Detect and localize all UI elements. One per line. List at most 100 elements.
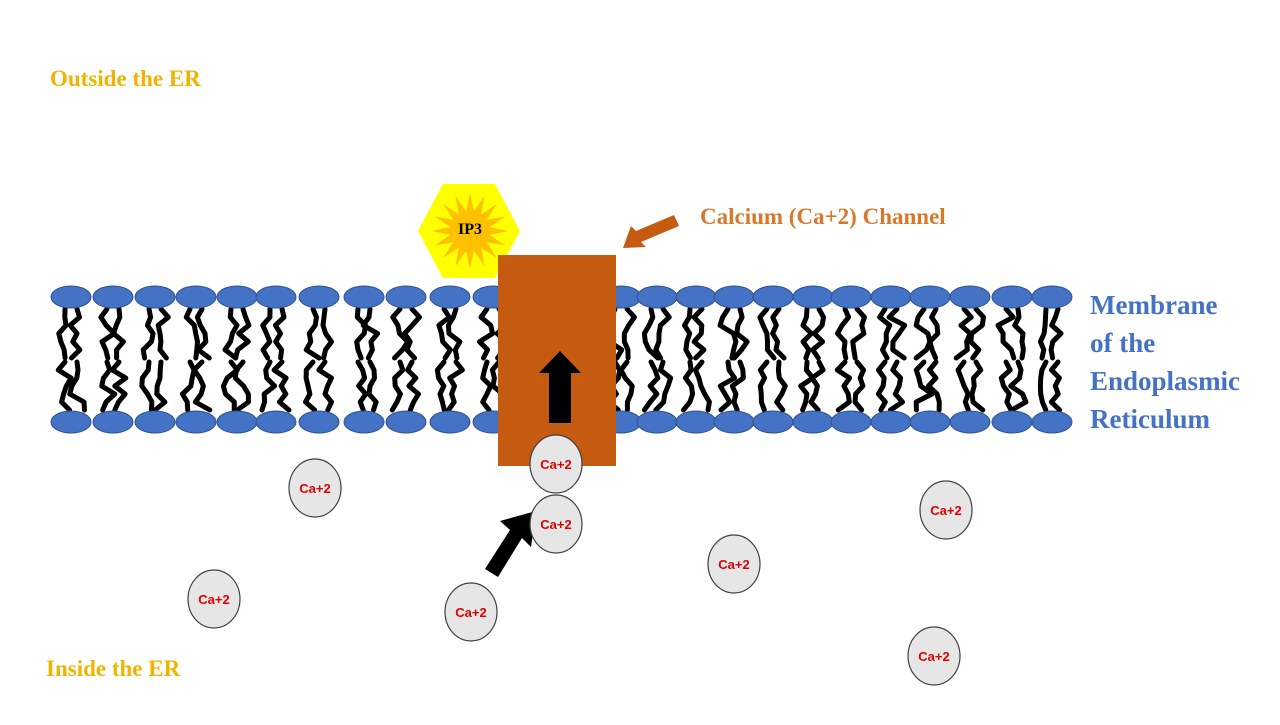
lipid-head	[298, 410, 340, 434]
ion-label: Ca+2	[299, 481, 330, 496]
lipid-tail	[354, 306, 368, 361]
lipid-tail	[1037, 306, 1049, 361]
calcium-ion: Ca+2	[707, 534, 761, 594]
lipid-head	[636, 410, 678, 434]
lipid-tail	[800, 306, 814, 361]
lipid-head	[870, 285, 912, 309]
lipid-tail	[316, 359, 334, 413]
membrane-label-line: Membrane	[1090, 290, 1218, 320]
lipid-tail	[808, 359, 826, 413]
lipid-tail	[480, 359, 494, 413]
ion-label: Ca+2	[540, 517, 571, 532]
ion-circle	[529, 434, 583, 494]
lipid-head	[675, 285, 717, 309]
lipid-tail	[360, 306, 381, 361]
lipid-head	[385, 410, 427, 434]
ion-label: Ca+2	[540, 457, 571, 472]
lipid-tail	[692, 359, 712, 413]
lipid-tail	[875, 359, 888, 413]
calcium-ion: Ca+2	[187, 569, 241, 629]
lipid-head	[830, 285, 872, 309]
calcium-ion: Ca+2	[529, 434, 583, 494]
phospholipid-tails	[55, 306, 1064, 413]
lipid-head	[343, 285, 385, 309]
channel-pointer-arrow	[623, 215, 679, 248]
lipid-tail	[194, 306, 212, 361]
ion-circle	[529, 494, 583, 554]
calcium-ion: Ca+2	[288, 458, 342, 518]
lipid-head	[429, 285, 471, 309]
ion-circle	[919, 480, 973, 540]
lipid-tail	[641, 359, 661, 413]
lipid-head	[752, 410, 794, 434]
lipid-tail	[222, 306, 240, 361]
lipid-head	[216, 410, 258, 434]
lipid-head	[1031, 285, 1073, 309]
lipid-tail	[757, 306, 777, 361]
lipid-tail	[67, 306, 83, 361]
lipid-head	[1031, 410, 1073, 434]
lipid-tail	[1048, 359, 1063, 413]
lipid-head	[991, 285, 1033, 309]
calcium-ion: Ca+2	[907, 626, 961, 686]
lipid-head	[636, 285, 678, 309]
lipid-head	[429, 410, 471, 434]
ion-entry-arrow	[485, 511, 536, 577]
lipid-tail	[259, 359, 278, 413]
lipid-tail	[1037, 359, 1049, 413]
lipid-head	[949, 410, 991, 434]
ion-label: Ca+2	[718, 557, 749, 572]
channel-label: Calcium (Ca+2) Channel	[700, 204, 946, 229]
lipid-tail	[55, 359, 74, 413]
lipid-tail	[434, 359, 447, 413]
lipid-tail	[757, 359, 770, 413]
lipid-tail	[1012, 306, 1026, 361]
lipid-tail	[682, 306, 693, 361]
lipid-tail	[152, 359, 168, 413]
lipid-tail	[111, 306, 126, 361]
lipid-head	[752, 285, 794, 309]
lipid-tail	[67, 359, 87, 413]
lipid-tail	[191, 359, 213, 413]
lipid-tail	[927, 306, 941, 361]
ion-circle	[444, 582, 498, 642]
lipid-head	[175, 410, 217, 434]
inside-er-label: Inside the ER	[46, 656, 181, 681]
phospholipid-heads-bottom	[50, 410, 1073, 434]
lipid-head	[255, 285, 297, 309]
lipid-tail	[320, 306, 334, 361]
lipid-tail	[913, 359, 935, 413]
lipid-tail	[852, 359, 866, 413]
lipid-tail	[272, 306, 287, 361]
lipid-head	[298, 285, 340, 309]
lipid-tail	[968, 306, 986, 361]
ion-label: Ca+2	[455, 605, 486, 620]
lipid-head	[713, 410, 755, 434]
lipid-head	[343, 410, 385, 434]
lipid-head	[909, 410, 951, 434]
lipid-tail	[877, 306, 893, 361]
lipid-tail	[998, 359, 1014, 413]
lipid-head	[175, 285, 217, 309]
lipid-tail	[99, 359, 118, 413]
membrane-label: Membrane of the Endoplasmic Reticulum	[1090, 286, 1280, 438]
lipid-tail	[850, 306, 867, 361]
ion-label: Ca+2	[918, 649, 949, 664]
lipid-head	[792, 410, 834, 434]
ion-label: Ca+2	[930, 503, 961, 518]
lipid-head	[255, 410, 297, 434]
lipid-tail	[303, 306, 322, 361]
lipid-tail	[641, 306, 661, 361]
lipid-tail	[953, 306, 974, 361]
lipid-head	[92, 285, 134, 309]
lipid-head	[50, 410, 92, 434]
ip3-starburst	[432, 193, 508, 269]
lipid-tail	[618, 359, 635, 413]
lipid-tail	[260, 306, 273, 361]
calcium-ion: Ca+2	[919, 480, 973, 540]
lipid-head	[870, 410, 912, 434]
ion-circle	[187, 569, 241, 629]
lipid-tail	[109, 359, 129, 413]
lipid-tail	[681, 359, 696, 413]
